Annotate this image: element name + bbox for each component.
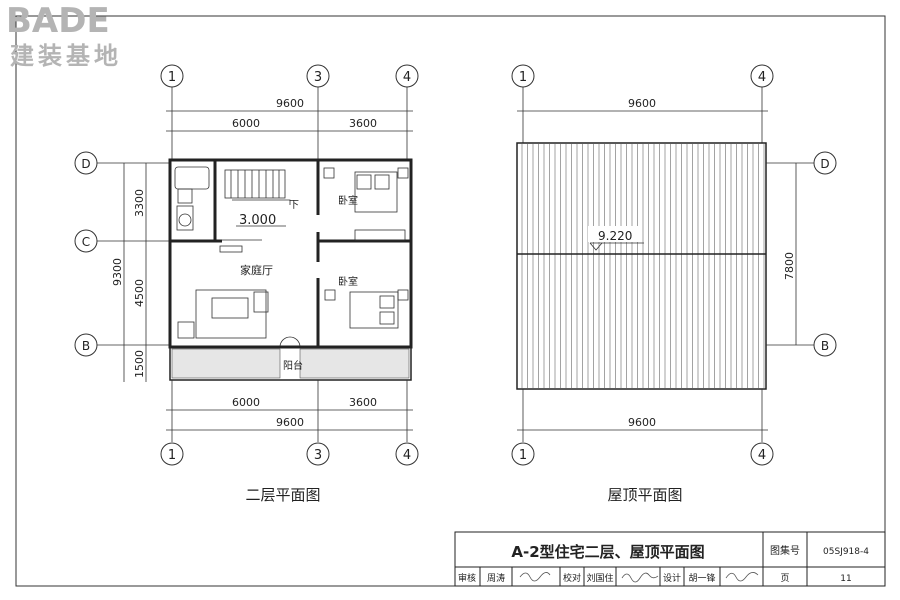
axis-3-top: 3 (306, 64, 330, 88)
svg-text:1: 1 (519, 70, 527, 85)
axis-B-right: B (813, 333, 837, 357)
design-label: 设计 (663, 572, 681, 584)
svg-text:4: 4 (758, 70, 766, 85)
axis-C-left: C (74, 229, 98, 253)
axis-B-left: B (74, 333, 98, 357)
axis-4-roof-bottom: 4 (750, 442, 774, 466)
check-label: 校对 (563, 572, 581, 584)
balcony (169, 346, 412, 381)
svg-text:D: D (820, 157, 829, 171)
dim-bottom-1-3: 6000 (232, 396, 260, 409)
roof-outline (516, 142, 767, 390)
svg-text:4: 4 (403, 70, 411, 85)
dim-top-total: 9600 (276, 97, 304, 110)
check-name: 刘国住 (586, 572, 613, 584)
svg-text:4: 4 (758, 448, 766, 463)
roof-plan: 1 4 9600 9.220 7800 D B (511, 64, 837, 504)
balcony-label: 阳台 (283, 359, 303, 372)
axis-3-bottom: 3 (306, 442, 330, 466)
sofa-set (177, 289, 269, 339)
roof-elevation: 9.220 (598, 229, 632, 243)
bedroom-bottom: 卧室 (324, 275, 409, 329)
svg-text:C: C (82, 235, 90, 249)
roof-tiles (521, 144, 765, 388)
dim-bottom-total: 9600 (276, 416, 304, 429)
page-label: 页 (780, 573, 789, 584)
dim-top-1-3: 6000 (232, 117, 260, 130)
stair: 下 (224, 169, 299, 211)
svg-text:3: 3 (314, 70, 322, 85)
axis-4-bottom: 4 (395, 442, 419, 466)
bade-logo: BADE 建装基地 (6, 1, 122, 70)
dim-v-CB: 4500 (133, 279, 146, 307)
axis-D-right: D (813, 151, 837, 175)
svg-text:1: 1 (519, 448, 527, 463)
axis-1-bottom: 1 (160, 442, 184, 466)
svg-text:D: D (81, 157, 90, 171)
drawing-title: A-2型住宅二层、屋顶平面图 (511, 543, 704, 561)
roof-dim-bottom: 9600 (628, 416, 656, 429)
axis-4-top: 4 (395, 64, 419, 88)
svg-text:1: 1 (168, 70, 176, 85)
roof-dim-top: 9600 (628, 97, 656, 110)
axis-D-left: D (74, 151, 98, 175)
svg-text:1: 1 (168, 448, 176, 463)
page-number: 11 (840, 574, 851, 584)
review-name: 周涛 (487, 572, 505, 584)
review-label: 审核 (458, 572, 476, 584)
review-signature (519, 572, 551, 582)
svg-text:B: B (82, 339, 90, 353)
sheet-border (15, 15, 886, 587)
title-block: A-2型住宅二层、屋顶平面图 图集号 05SJ918-4 审核 周涛 校对 刘国… (454, 531, 886, 587)
axis-1-roof-top: 1 (511, 64, 535, 88)
check-signature (621, 572, 659, 583)
axis-4-roof-top: 4 (750, 64, 774, 88)
dim-v-balcony: 1500 (133, 350, 146, 378)
dim-v-total: 9300 (111, 258, 124, 286)
axis-1-top: 1 (160, 64, 184, 88)
svg-text:卧室: 卧室 (338, 275, 358, 288)
logo-brand: BADE (6, 1, 110, 41)
dim-top-3-4: 3600 (349, 117, 377, 130)
atlas-label: 图集号 (770, 544, 800, 557)
svg-text:3: 3 (314, 448, 322, 463)
axis-1-roof-bottom: 1 (511, 442, 535, 466)
atlas-number: 05SJ918-4 (823, 547, 869, 557)
svg-text:卧室: 卧室 (338, 194, 358, 207)
design-signature (725, 572, 759, 582)
stair-down-label: 下 (289, 200, 299, 211)
roof-dim-v: 7800 (783, 252, 796, 280)
roof-plan-caption: 屋顶平面图 (607, 486, 682, 504)
elevation-3000: 3.000 (239, 213, 276, 228)
dim-bottom-3-4: 3600 (349, 396, 377, 409)
logo-tagline: 建装基地 (10, 42, 122, 70)
svg-text:B: B (821, 339, 829, 353)
svg-text:4: 4 (403, 448, 411, 463)
dim-v-DC: 3300 (133, 189, 146, 217)
second-floor-plan: 1 3 4 9600 6000 3600 D C B (74, 64, 419, 504)
second-floor-caption: 二层平面图 (245, 486, 320, 504)
design-name: 胡一锋 (688, 572, 715, 584)
family-hall-label: 家庭厅 (240, 263, 273, 277)
bedroom-top: 卧室 (323, 167, 409, 213)
